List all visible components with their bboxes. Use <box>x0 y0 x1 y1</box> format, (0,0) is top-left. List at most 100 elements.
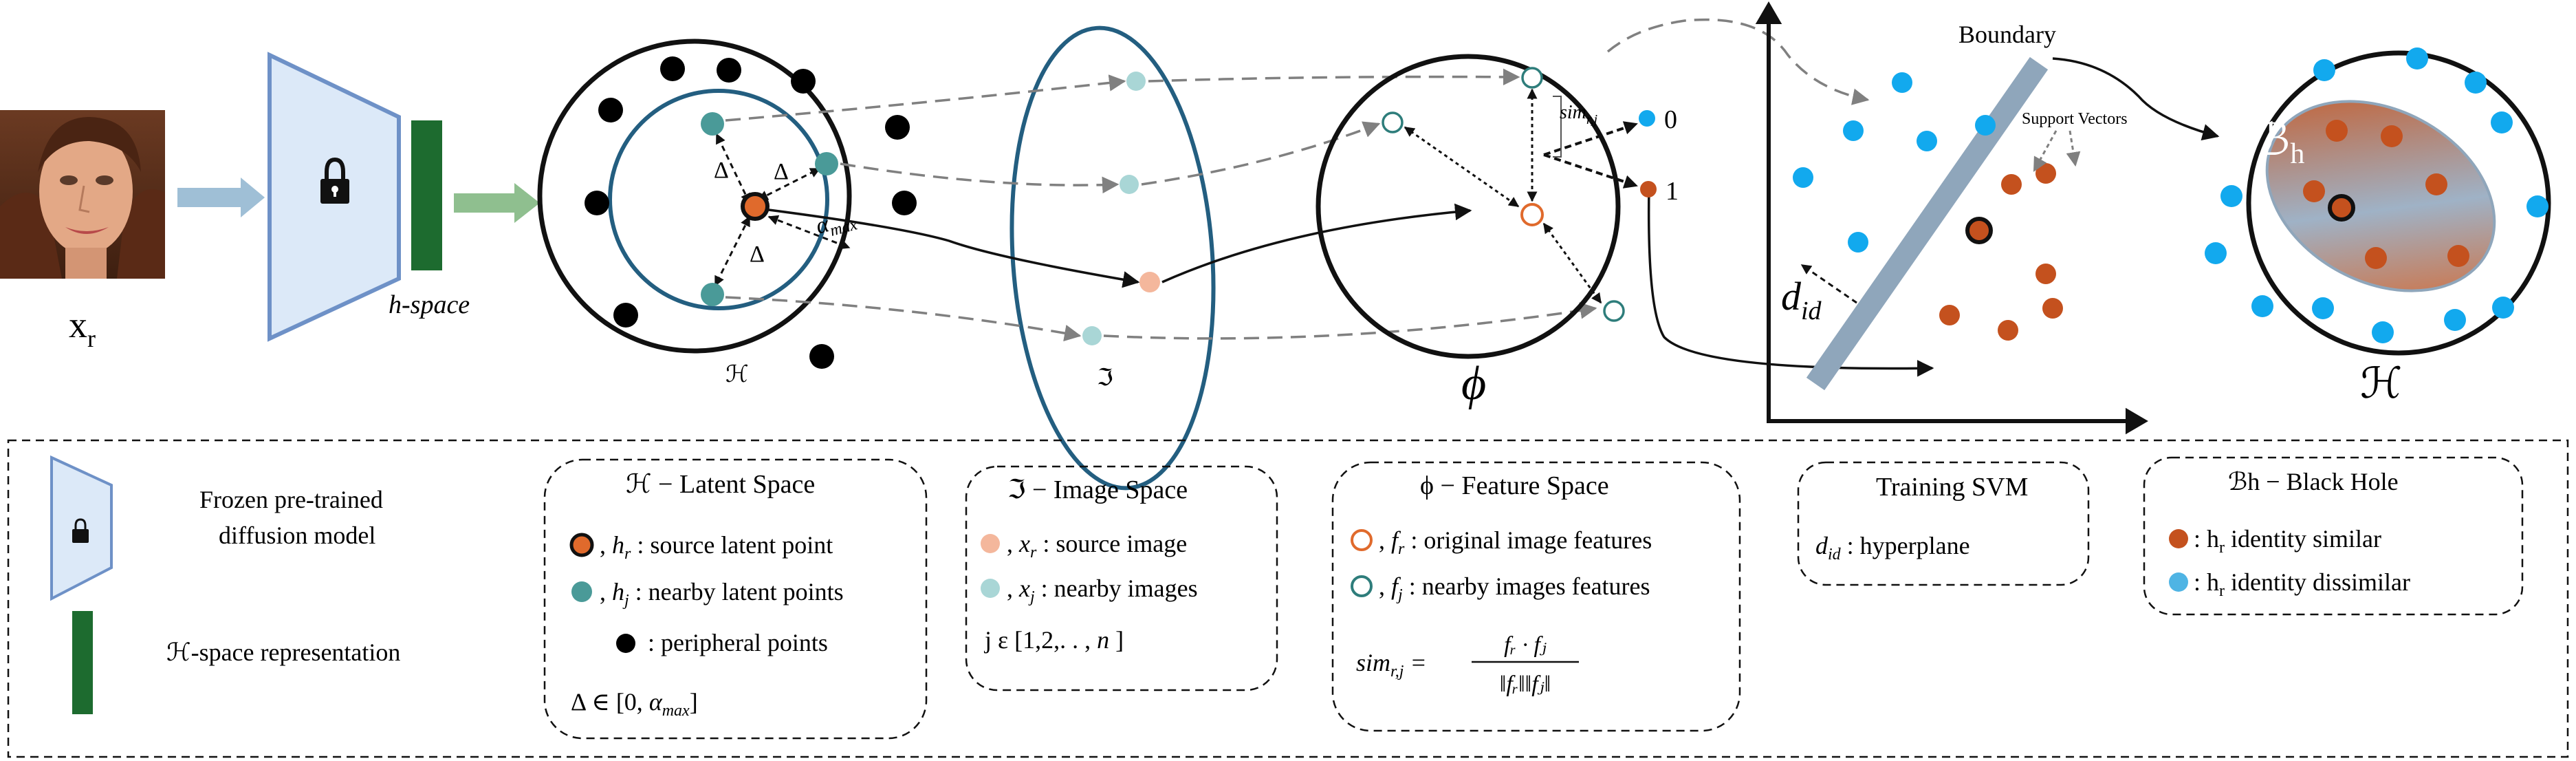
legend-frozen-line2: diffusion model <box>219 522 375 549</box>
delta-label: Δ <box>750 242 765 267</box>
bh-source-point <box>2328 194 2355 222</box>
legend-svm-title: Training SVM <box>1876 473 2028 502</box>
legend-black-hole-item: : hr identity dissimilar <box>2194 568 2410 600</box>
legend-dissimilar-dot <box>2169 572 2188 592</box>
legend-encoder-icon <box>50 455 113 601</box>
legend-svm-item: did : hyperplane <box>1815 532 1970 564</box>
latent-delta-arrows <box>714 133 851 287</box>
legend-image-range: j ε [1,2,. . , n ] <box>983 626 1124 654</box>
svm-similar-points <box>1939 163 2063 341</box>
latent-space-circle <box>537 39 852 354</box>
legend-black-hole-box <box>2143 456 2524 616</box>
legend-feature-box <box>1331 461 1741 732</box>
legend-original-feature-dot <box>1351 529 1373 551</box>
sim-bracket <box>1553 96 1562 158</box>
black-hole-circle <box>2246 50 2551 356</box>
legend-lock-icon <box>72 518 89 543</box>
sim-arrows <box>1543 121 1638 189</box>
legend-feature-title: ϕ − Feature Space <box>1420 471 1609 500</box>
support-vectors-label: Support Vectors <box>2022 110 2128 128</box>
legend-latent-box <box>543 458 928 740</box>
legend-nearby-latent-dot <box>571 581 592 602</box>
lock-icon <box>320 157 349 204</box>
image-space-label: ℑ <box>1097 365 1113 391</box>
svm-hyperplane-bar <box>1806 56 2049 391</box>
nearby-image-point <box>1082 326 1102 345</box>
delta-label: Δ <box>774 159 789 184</box>
legend-svm-box <box>1797 461 2090 586</box>
gray-dashed-connectors <box>725 18 1870 342</box>
input-face-image <box>0 110 165 279</box>
legend-feature-item: , fj : nearby images features <box>1379 572 1650 604</box>
legend-black-hole-title: ℬh − Black Hole <box>2228 468 2399 495</box>
h-space-bar <box>411 120 442 270</box>
black-hole-region <box>2265 100 2496 292</box>
nearby-image-point <box>1126 72 1146 91</box>
legend-latent-item: , hj : nearby latent points <box>600 578 844 610</box>
legend-latent-item: : peripheral points <box>648 629 828 656</box>
black-hole-inner-label: ℬh <box>2256 116 2304 170</box>
source-image-point <box>1139 272 1160 292</box>
legend-source-latent-dot <box>569 533 594 557</box>
d-id-label: did <box>1781 274 1822 325</box>
arrow-encoder-to-latent <box>454 183 540 223</box>
legend-nearby-image-dot <box>981 579 1000 598</box>
legend-image-box <box>965 465 1278 692</box>
similar-output-point <box>1640 181 1657 197</box>
legend-source-image-dot <box>981 534 1000 553</box>
black-hole-outer-label: ℋ <box>2360 361 2402 407</box>
nearby-image-point <box>1120 175 1139 194</box>
nearby-feature-point <box>1382 111 1404 133</box>
output-zero: 0 <box>1664 105 1677 134</box>
legend-image-item: , xr : source image <box>1007 530 1187 561</box>
dissimilar-output-point <box>1639 110 1655 127</box>
arrow-input-to-encoder <box>177 178 265 217</box>
legend-feature-item: , fr : original image features <box>1379 526 1652 558</box>
bh-dissimilar-points <box>2205 47 2548 343</box>
original-feature-point <box>1520 203 1544 226</box>
input-label: xr <box>69 304 96 352</box>
nearby-latent-point <box>701 112 724 136</box>
legend-image-item: , xj : nearby images <box>1007 575 1198 606</box>
output-one: 1 <box>1666 177 1679 206</box>
image-space-ellipse <box>1009 25 1216 491</box>
feature-space-label: ϕ <box>1461 357 1486 410</box>
legend-latent-item: , hr : source latent point <box>600 531 833 563</box>
h-space-label: h-space <box>389 290 470 319</box>
legend-h-space-label: ℋ-space representation <box>166 639 400 666</box>
nearby-latent-point <box>701 283 724 306</box>
nearby-feature-point <box>1603 300 1625 322</box>
legend-latent-title: ℋ − Latent Space <box>626 470 815 499</box>
legend-nearby-feature-dot <box>1351 575 1373 597</box>
legend-sim-denominator: ‖fᵣ‖‖fⱼ‖ <box>1500 672 1551 697</box>
d-id-arrow <box>1800 264 1857 304</box>
legend-sim-lhs: simr,j = <box>1356 649 1427 680</box>
bh-similar-points <box>2303 120 2469 269</box>
legend-h-space-bar <box>72 611 93 714</box>
alpha-max-label: αmax <box>813 204 859 244</box>
legend-latent-range: Δ ∈ [0, αmax] <box>571 688 698 720</box>
legend-sim-numerator: fᵣ · fⱼ <box>1504 632 1547 658</box>
feature-space-circle <box>1316 54 1621 359</box>
support-vector-arrows <box>2033 130 2081 172</box>
legend-peripheral-dot <box>616 634 635 653</box>
legend-frozen-line1: Frozen pre-trained <box>199 486 383 513</box>
boundary-label: Boundary <box>1958 21 2056 48</box>
svm-dissimilar-points <box>1793 72 1996 253</box>
latent-inner-circle <box>608 89 829 310</box>
sim-label: simr,j <box>1560 102 1597 127</box>
svm-axes <box>1755 1 2148 435</box>
legend-similar-dot <box>2169 529 2188 548</box>
legend-black-hole-item: : hr identity similar <box>2194 525 2381 557</box>
legend-frame <box>7 439 2569 758</box>
nearby-feature-point <box>1521 67 1543 89</box>
latent-space-label: ℋ <box>725 362 749 387</box>
nearby-latent-point <box>815 152 838 175</box>
feature-dotted-links <box>1404 88 1602 304</box>
svm-source-point <box>1965 217 1993 244</box>
source-latent-point <box>741 192 769 221</box>
legend-image-title: ℑ − Image Space <box>1007 475 1188 504</box>
delta-label: Δ <box>714 158 729 183</box>
peripheral-points <box>585 56 917 369</box>
